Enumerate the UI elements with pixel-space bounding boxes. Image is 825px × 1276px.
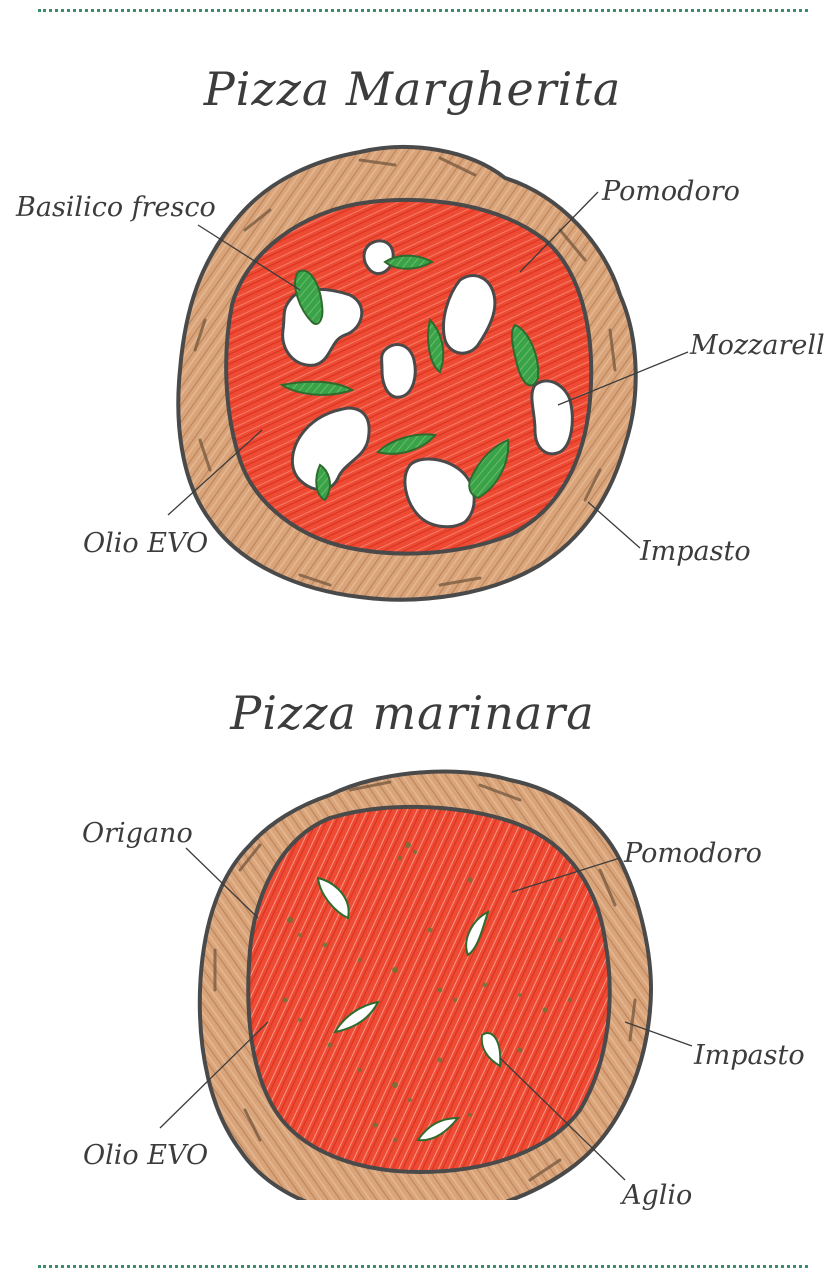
label-impasto-marinara: Impasto: [694, 1040, 805, 1071]
bottom-separator: [38, 1265, 808, 1268]
label-mozzarella: Mozzarella: [690, 330, 825, 361]
label-pomodoro-marinara: Pomodoro: [624, 838, 762, 869]
label-basilico-fresco: Basilico fresco: [16, 192, 216, 223]
label-aglio: Aglio: [622, 1180, 692, 1211]
label-impasto-margherita: Impasto: [640, 536, 751, 567]
label-pomodoro-margherita: Pomodoro: [602, 176, 740, 207]
label-olio-evo-marinara: Olio EVO: [83, 1140, 208, 1171]
marinara-sauce: [248, 807, 609, 1172]
marinara-illustration: [0, 640, 825, 1200]
label-origano: Origano: [82, 818, 193, 849]
label-olio-evo-margherita: Olio EVO: [83, 528, 208, 559]
